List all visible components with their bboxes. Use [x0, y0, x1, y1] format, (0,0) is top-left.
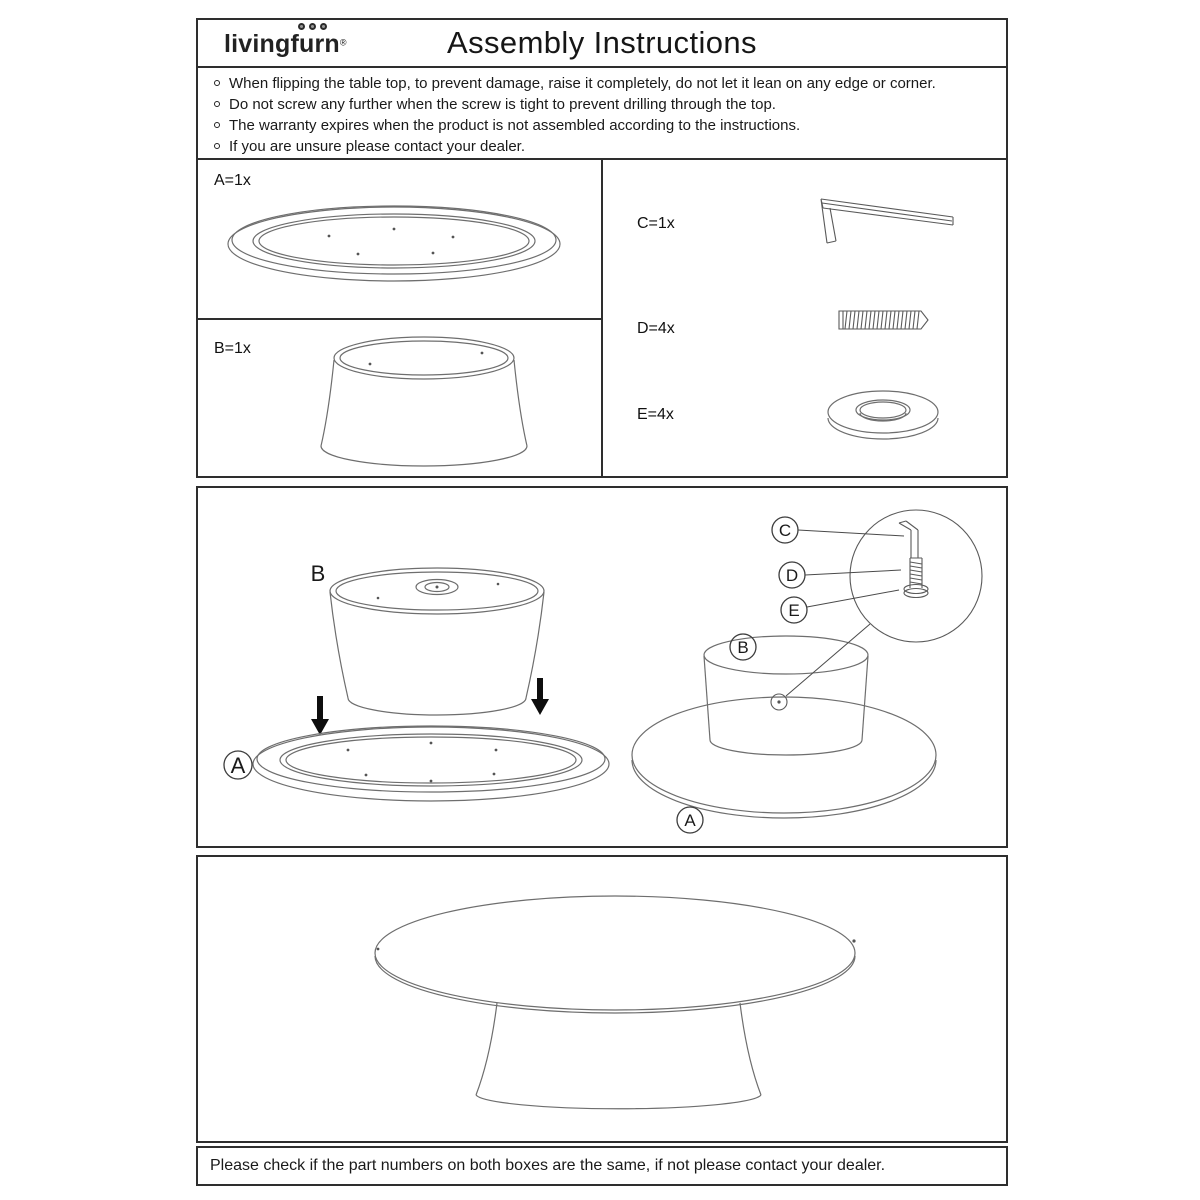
part-a-cell: A=1x: [198, 160, 601, 320]
top-section: livingfurn® Assembly Instructions When f…: [196, 18, 1008, 478]
callout-a: A: [676, 806, 704, 834]
footer-section: Please check if the part numbers on both…: [196, 1146, 1008, 1186]
callout-d: D: [778, 561, 902, 589]
assembly-step-top: A: [223, 725, 610, 802]
part-e-label: E=4x: [637, 406, 674, 423]
part-a-drawing: [227, 205, 561, 282]
assembly-section: B A: [196, 486, 1008, 848]
assembled-top-label: A: [684, 811, 696, 830]
bullet-icon: [214, 101, 220, 107]
note-text: Do not screw any further when the screw …: [229, 96, 776, 113]
part-e-drawing: [827, 390, 939, 440]
assembly-base-label: B: [311, 561, 326, 586]
down-arrow-icon: [311, 696, 329, 735]
assembled-view: [631, 623, 937, 819]
callout-c: C: [771, 516, 905, 544]
parts-right-column: C=1x D=4x E=4x: [603, 160, 1006, 476]
note-item: Do not screw any further when the screw …: [212, 95, 998, 114]
bullet-icon: [214, 80, 220, 86]
part-b-cell: B=1x: [198, 320, 601, 476]
header: livingfurn® Assembly Instructions: [198, 20, 1006, 68]
callout-b: B: [729, 633, 757, 661]
brand-logo: livingfurn®: [224, 22, 347, 57]
note-text: When flipping the table top, to prevent …: [229, 75, 936, 92]
assembly-step-base: B: [311, 561, 545, 716]
part-b-drawing: [320, 336, 528, 467]
note-item: If you are unsure please contact your de…: [212, 137, 998, 156]
instruction-sheet: livingfurn® Assembly Instructions When f…: [196, 18, 1008, 1186]
callout-d-label: D: [786, 566, 798, 585]
brand-dots-icon: [298, 22, 347, 31]
note-item: The warranty expires when the product is…: [212, 116, 998, 135]
bullet-icon: [214, 122, 220, 128]
down-arrow-icon: [531, 678, 549, 715]
parts-section: A=1x B=1x: [198, 160, 1006, 476]
assembled-base-label: B: [737, 638, 748, 657]
part-d-drawing: [838, 310, 929, 330]
parts-left-column: A=1x B=1x: [198, 160, 603, 476]
note-item: When flipping the table top, to prevent …: [212, 74, 998, 93]
brand-name: livingfurn: [224, 30, 340, 58]
page-title: Assembly Instructions: [447, 25, 757, 60]
callout-e-label: E: [788, 601, 799, 620]
bullet-icon: [214, 143, 220, 149]
notes-section: When flipping the table top, to prevent …: [198, 68, 1006, 160]
assembly-top-label: A: [231, 753, 246, 778]
zoom-detail: [849, 509, 983, 643]
part-c-label: C=1x: [637, 215, 675, 232]
part-a-label: A=1x: [214, 172, 251, 189]
final-product-section: [196, 855, 1008, 1143]
final-product-drawing: [374, 895, 856, 1110]
assembly-diagram: B A: [223, 509, 983, 834]
part-d-label: D=4x: [637, 320, 675, 337]
part-c-drawing: [820, 198, 954, 244]
footer-note: Please check if the part numbers on both…: [210, 1157, 886, 1174]
note-text: The warranty expires when the product is…: [229, 117, 801, 134]
callout-c-label: C: [779, 521, 791, 540]
part-b-label: B=1x: [214, 340, 251, 357]
registered-mark: ®: [339, 37, 347, 48]
callout-e: E: [780, 589, 900, 624]
note-text: If you are unsure please contact your de…: [229, 138, 526, 155]
